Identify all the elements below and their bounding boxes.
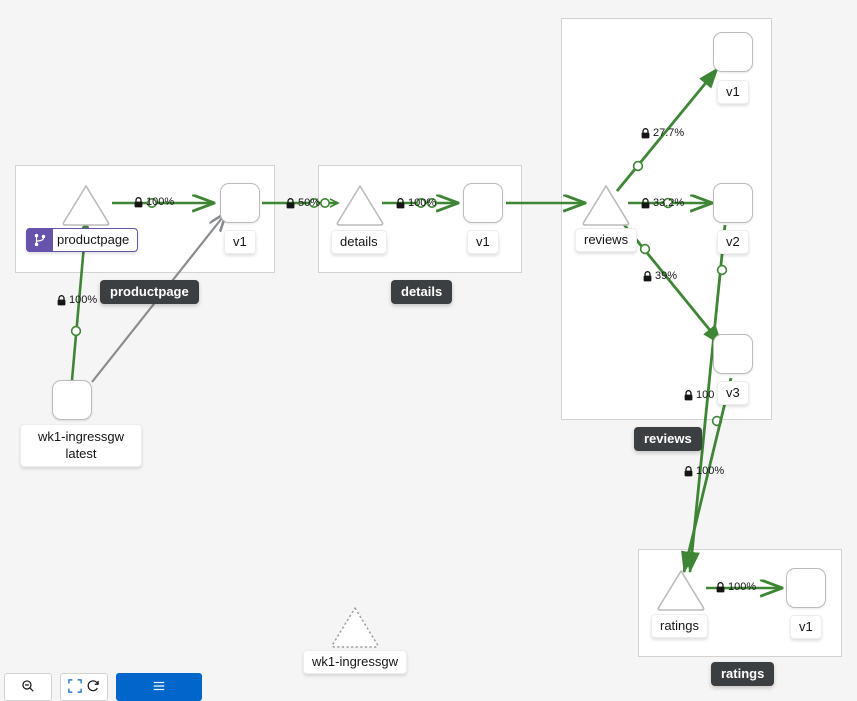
mtls-lock-icon (286, 197, 295, 208)
edge-label-text: 100% (728, 581, 757, 593)
edge-label-reviews-svc-to-v2: 33.2% (641, 197, 684, 209)
edge-label-text: 39% (655, 270, 678, 282)
zoom-out-icon (21, 679, 35, 696)
node-label-wk1-ingressgw-service[interactable]: wk1-ingressgw (303, 650, 407, 674)
edge-label-details-svc-to-v1: 100% (396, 197, 436, 209)
edge-label-text: 27.7% (653, 127, 685, 139)
group-label-reviews[interactable]: reviews (634, 427, 702, 451)
legend-button[interactable] (116, 673, 202, 701)
node-label-text: v1 (233, 234, 247, 249)
node-label-reviews-v3[interactable]: v3 (717, 381, 749, 405)
legend-icon (152, 679, 166, 696)
edge-label-text: 100% (146, 196, 175, 208)
node-label-details-v1[interactable]: v1 (467, 230, 499, 254)
mtls-lock-icon (134, 196, 143, 207)
mtls-lock-icon (716, 581, 725, 592)
mtls-lock-icon (684, 389, 693, 400)
mtls-lock-icon (641, 197, 650, 208)
mtls-lock-icon (641, 127, 650, 138)
node-label-ratings-v1[interactable]: v1 (790, 615, 822, 639)
mtls-lock-icon (57, 294, 66, 305)
node-reviews-v3[interactable] (713, 334, 753, 374)
group-label-text: reviews (644, 431, 692, 446)
group-label-text: ratings (721, 666, 765, 681)
mtls-lock-icon (684, 465, 693, 476)
edge-label-text: 100 (696, 389, 715, 401)
group-label-ratings[interactable]: ratings (711, 662, 775, 686)
node-label-text: wk1-ingressgw (38, 429, 124, 444)
edge-label-reviews-svc-to-v1: 27.7% (641, 127, 684, 139)
graph-bottom-toolbar[interactable] (0, 673, 857, 701)
refresh-icon (86, 679, 100, 696)
edge-label-text: 100% (69, 294, 98, 306)
service-triangle-icon (580, 182, 632, 228)
node-label-text: v1 (726, 84, 740, 99)
node-label-text: wk1-ingressgw (312, 654, 398, 669)
edge-label-text: 100% (696, 465, 725, 477)
node-label-reviews-service[interactable]: reviews (575, 228, 638, 252)
edge-label-text: 33.2% (653, 197, 685, 209)
node-details-v1[interactable] (463, 183, 503, 223)
node-label-text: reviews (584, 232, 629, 247)
node-label-text: v3 (726, 385, 740, 400)
zoom-out-button[interactable] (4, 673, 52, 701)
expand-icon (68, 678, 82, 696)
node-label-text: ratings (660, 618, 700, 633)
service-triangle-icon (60, 182, 112, 228)
node-label-text: productpage (57, 232, 130, 247)
node-ratings-v1[interactable] (786, 568, 826, 608)
node-label-details-service[interactable]: details (331, 230, 387, 254)
node-productpage-v1[interactable] (220, 183, 260, 223)
virtual-service-badge-icon (26, 228, 53, 252)
edge-label-ratings-svc-to-v1: 100% (716, 581, 756, 593)
fit-to-screen-button[interactable] (60, 673, 108, 701)
node-label-productpage-service[interactable]: productpage (26, 228, 139, 252)
edge-label-reviews-svc-to-v3: 39% (643, 270, 677, 282)
service-triangle-icon (655, 567, 707, 613)
node-label-ratings-service[interactable]: ratings (651, 614, 709, 638)
node-reviews-v2[interactable] (713, 183, 753, 223)
node-sublabel-text: latest (65, 446, 97, 461)
edge-label-reviews-v2-to-ratings: 100% (684, 465, 724, 477)
node-wk1-ingressgw-latest[interactable] (52, 380, 92, 420)
edge-label-text: 100% (408, 197, 437, 209)
group-label-productpage[interactable]: productpage (100, 280, 199, 304)
node-label-productpage-v1[interactable]: v1 (224, 230, 256, 254)
node-label-reviews-v2[interactable]: v2 (717, 230, 749, 254)
group-label-details[interactable]: details (391, 280, 453, 304)
edge-label-reviews-v3-to-ratings: 100 (684, 389, 714, 401)
node-label-text: v2 (726, 234, 740, 249)
group-label-text: details (401, 284, 443, 299)
node-reviews-v1[interactable] (713, 32, 753, 72)
node-label-wk1-ingressgw-latest[interactable]: wk1-ingressgw latest (20, 424, 142, 467)
mtls-lock-icon (643, 270, 652, 281)
service-triangle-idle-icon (329, 604, 381, 650)
edge-label-productpage-v1-to-details: 50% (286, 197, 320, 209)
mtls-lock-icon (396, 197, 405, 208)
node-label-reviews-v1[interactable]: v1 (717, 80, 749, 104)
node-label-text: details (340, 234, 378, 249)
edge-label-productpage-svc-to-v1: 100% (134, 196, 174, 208)
edge-label-text: 50% (298, 197, 321, 209)
node-label-text: v1 (476, 234, 490, 249)
service-triangle-icon (334, 182, 386, 228)
node-label-text: v1 (799, 619, 813, 634)
edge-label-ingressgw-to-productpage: 100% (57, 294, 97, 306)
group-label-text: productpage (110, 284, 189, 299)
